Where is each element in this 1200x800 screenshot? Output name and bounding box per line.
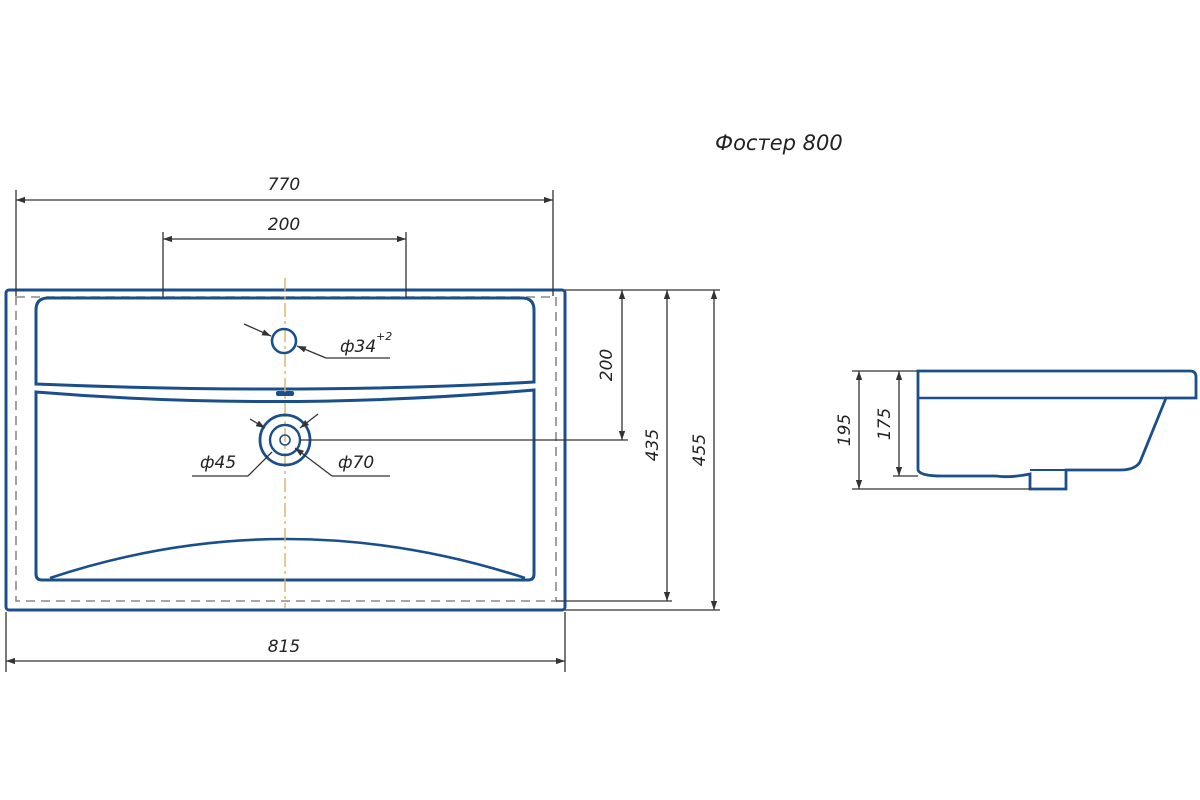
leader-drain-inner [294, 447, 333, 477]
dim-label-faucet-hole-tolerance: +2 [376, 330, 392, 343]
dim-label-faucet-spacing: 200 [268, 215, 300, 235]
dim-label-815: 815 [268, 637, 300, 657]
dim-label-770: 770 [268, 175, 300, 195]
sink-bowl-outline [34, 388, 536, 582]
faucet-hole [270, 327, 298, 355]
side-view-dimensions [852, 370, 1030, 490]
dim-label-drain-inner: ф45 [200, 453, 236, 473]
dim-label-drain-outer: ф70 [338, 453, 374, 473]
sink-deck-outline [34, 296, 536, 391]
top-view-dimensions [5, 190, 720, 672]
dim-label-175: 175 [875, 408, 895, 440]
leader-drain-outer [249, 418, 266, 429]
side-view [916, 369, 1198, 491]
sink-hidden-contour [15, 296, 557, 602]
dim-label-195: 195 [835, 414, 855, 446]
side-view-outline [916, 369, 1198, 491]
overflow-slot [276, 391, 294, 396]
dim-label-faucet-hole: ф34 [340, 337, 376, 357]
dim-label-455: 455 [690, 434, 710, 466]
top-view [4, 278, 567, 612]
dim-label-435: 435 [643, 429, 663, 461]
sink-bowl-front-curve [49, 537, 526, 580]
leader-faucet-hole [296, 345, 327, 359]
drain-center [279, 434, 291, 446]
drawing-title: Фостер 800 [715, 131, 843, 155]
dim-label-faucet-to-drain: 200 [597, 349, 617, 381]
